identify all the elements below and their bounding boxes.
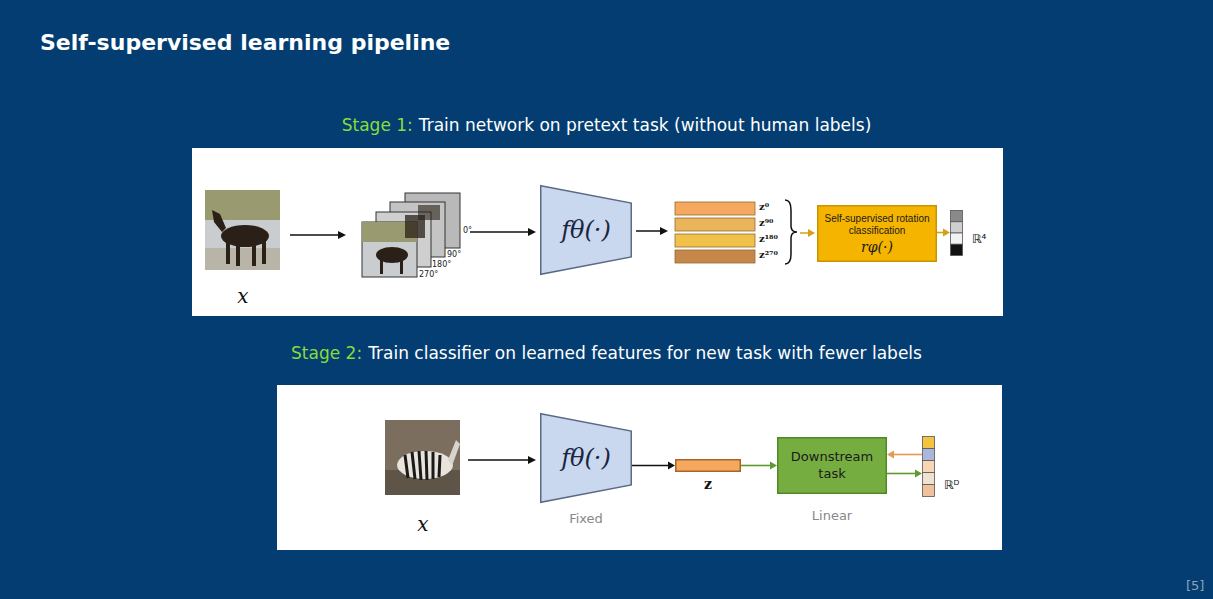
stage-text: Stage 2: xyxy=(291,343,362,363)
connector-line xyxy=(893,454,922,456)
gold-arrow xyxy=(800,229,815,237)
vector-cell xyxy=(923,461,935,473)
stage-heading: Stage 1: Train network on pretext task (w… xyxy=(0,115,1213,135)
trapezoid-outline xyxy=(541,186,632,275)
label: z¹⁸⁰ xyxy=(759,233,778,244)
node-text: Downstream task xyxy=(781,449,883,483)
connector-line xyxy=(937,232,944,234)
feature-bars xyxy=(675,202,755,263)
process-box: LinearDownstream task xyxy=(777,437,887,494)
stage-text: Train network on pretext task (without h… xyxy=(419,115,871,135)
stage-text: Train classifier on learned features for… xyxy=(368,343,922,363)
label: z²⁷⁰ xyxy=(759,249,778,260)
connector xyxy=(887,451,922,459)
encoder-trapezoid: Fixedfθ(·) xyxy=(540,413,632,503)
connector xyxy=(887,470,922,478)
arrow-head xyxy=(770,462,777,470)
node-text: Self-supervised rotation classification xyxy=(821,213,933,237)
arrow-head xyxy=(887,451,894,459)
connector xyxy=(937,229,950,237)
vector-cell xyxy=(923,449,935,461)
vector-cell xyxy=(923,473,935,485)
trapezoid-outline xyxy=(541,414,632,503)
stage2-panel xyxy=(277,385,1002,550)
node-shape xyxy=(922,436,935,496)
feature-bar: z xyxy=(675,459,741,472)
connector xyxy=(741,462,777,470)
vector-cell xyxy=(951,233,963,244)
label: z⁰ xyxy=(759,201,769,212)
node-content: Downstream task xyxy=(777,437,887,494)
rotated-image-stack xyxy=(362,193,460,277)
output-vector: ℝ⁴ xyxy=(950,210,963,255)
brace xyxy=(785,200,797,264)
label: 0° xyxy=(463,226,472,235)
moose-image xyxy=(205,190,280,270)
box-outline xyxy=(818,206,937,262)
node-text: fθ(·) xyxy=(561,444,611,472)
node-content: fθ(·) xyxy=(540,185,632,275)
box-outline xyxy=(778,438,887,494)
arrow-head xyxy=(915,470,922,478)
connector-line xyxy=(632,465,669,467)
output-vector: ℝᴰ xyxy=(922,436,935,496)
stage1-panel xyxy=(192,148,1003,316)
stage-text: Stage 1: xyxy=(342,115,413,135)
label: [5] xyxy=(1186,578,1204,593)
label: 90° xyxy=(447,250,461,259)
label: 270° xyxy=(419,270,438,279)
vector-cell xyxy=(923,485,935,497)
box-outline xyxy=(676,460,741,472)
vector-cell xyxy=(951,222,963,233)
arrow-head xyxy=(943,229,950,237)
vector-cell xyxy=(951,244,963,255)
title: Self-supervised learning pipeline xyxy=(40,30,450,55)
label: x xyxy=(237,284,248,308)
node-text: fθ(·) xyxy=(561,216,611,244)
label: x xyxy=(417,512,428,536)
node-shape xyxy=(675,459,741,472)
node-text: rφ(·) xyxy=(861,239,893,255)
encoder-trapezoid: fθ(·) xyxy=(540,185,632,275)
vector-cell xyxy=(951,211,963,222)
outside-label: z xyxy=(704,476,712,492)
label: 180° xyxy=(432,260,451,269)
node-content: fθ(·) xyxy=(540,413,632,503)
node-content: Self-supervised rotation classification r… xyxy=(817,205,937,262)
outside-label: ℝᴰ xyxy=(944,478,959,492)
label: z⁹⁰ xyxy=(759,217,773,228)
process-box: Self-supervised rotation classification r… xyxy=(817,205,937,262)
outside-label: ℝ⁴ xyxy=(972,232,986,246)
zebra-image xyxy=(385,420,460,495)
stage-heading: Stage 2: Train classifier on learned feat… xyxy=(0,343,1213,363)
connector-line xyxy=(887,473,916,475)
arrow-head xyxy=(668,462,675,470)
outside-label: Linear xyxy=(812,508,852,523)
outside-label: Fixed xyxy=(569,511,603,526)
vector-cell xyxy=(923,437,935,449)
connector xyxy=(632,462,675,470)
node-shape xyxy=(950,210,963,255)
connector-line xyxy=(741,465,771,467)
